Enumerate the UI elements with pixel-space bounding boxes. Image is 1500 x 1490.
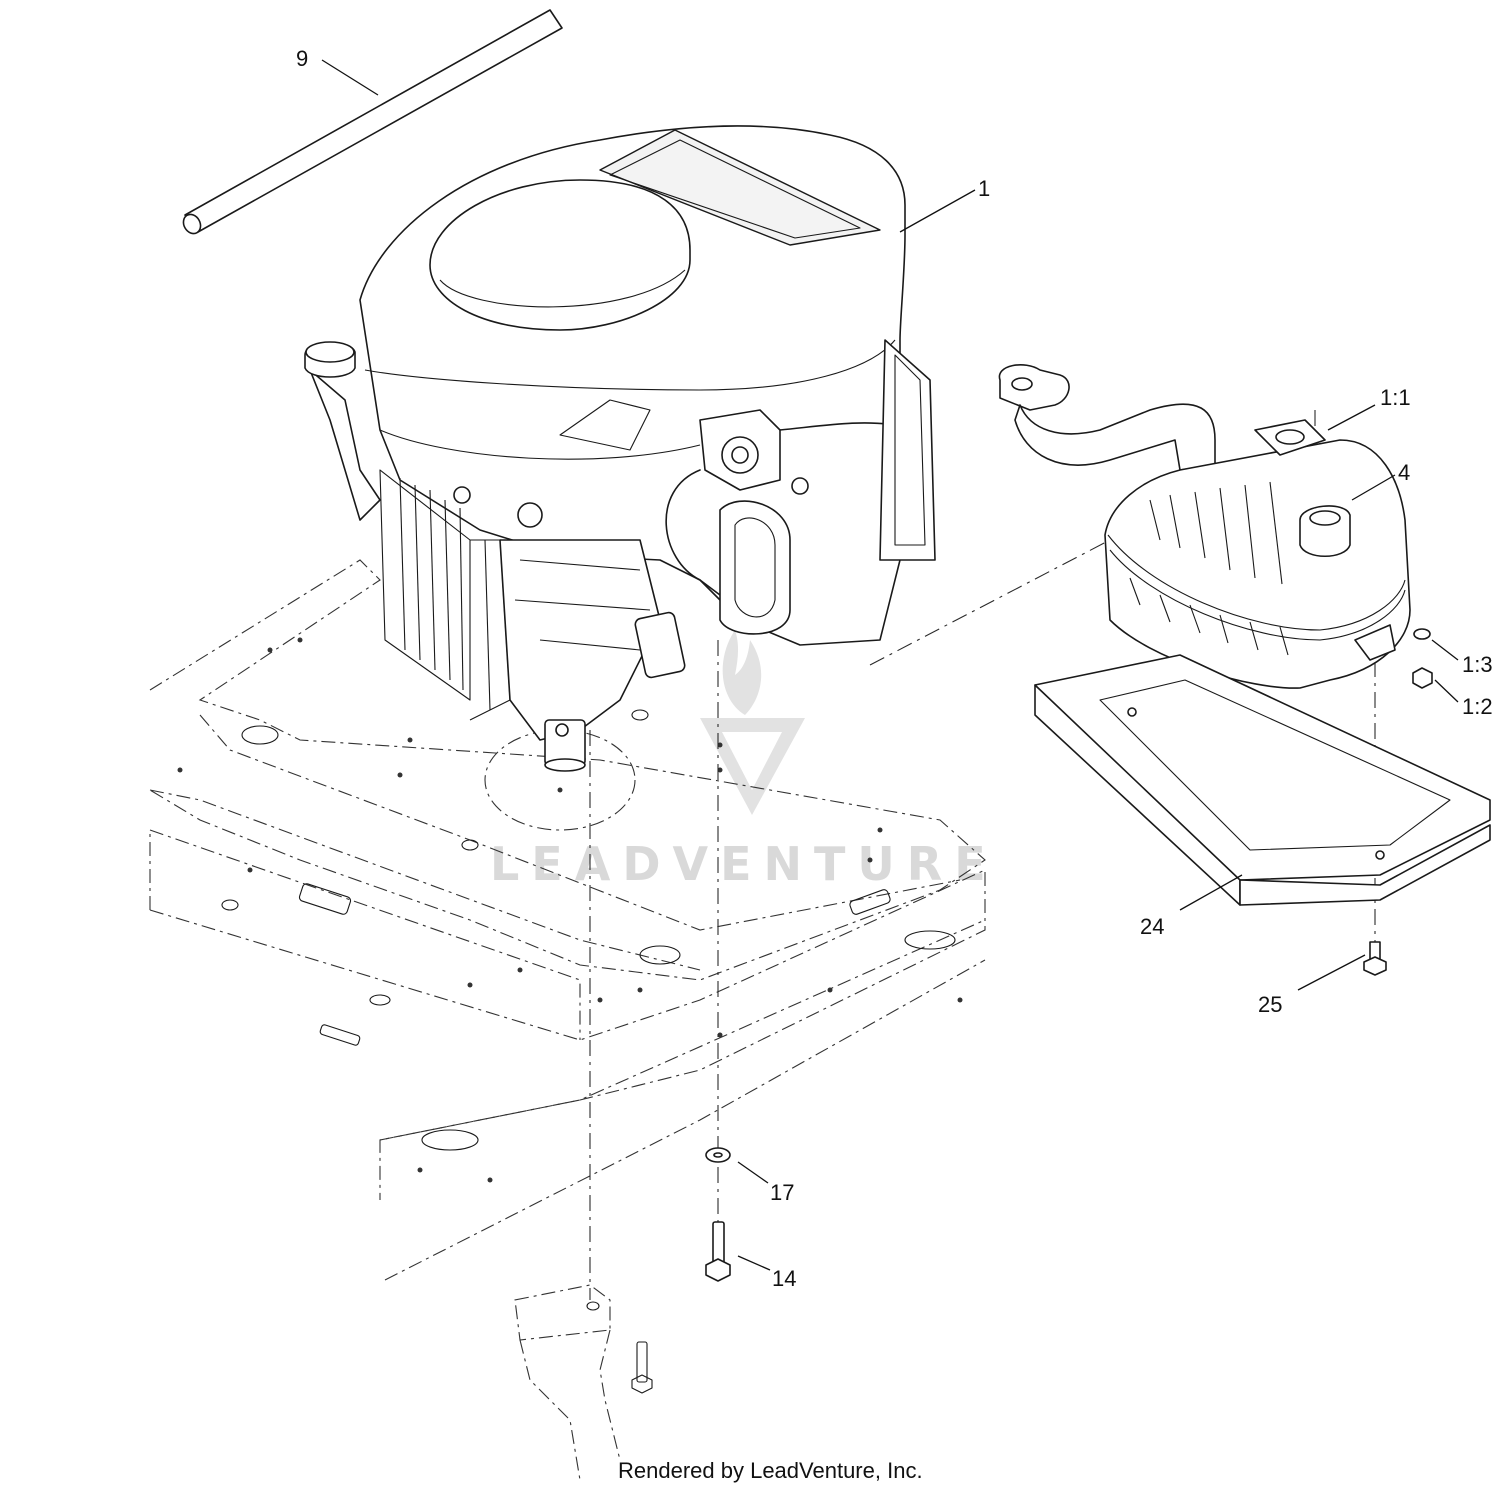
callout-4: 4 xyxy=(1398,460,1410,485)
callout-25: 25 xyxy=(1258,992,1282,1017)
part-25-bolt xyxy=(1363,941,1387,976)
part-9-tube xyxy=(182,9,563,235)
footer-credit: Rendered by LeadVenture, Inc. xyxy=(618,1458,923,1483)
part-1-2-nut xyxy=(1412,667,1433,689)
part-17-washer xyxy=(705,1147,731,1163)
centerline-muffler xyxy=(869,539,1111,666)
watermark-text: LEADVENTURE xyxy=(490,837,998,891)
mount-bracket xyxy=(514,1284,653,1481)
watermark-logo xyxy=(700,630,805,815)
part-4-muffler xyxy=(998,364,1411,689)
leader-lines xyxy=(321,59,1459,1271)
callout-1-3: 1:3 xyxy=(1462,652,1493,677)
callout-17: 17 xyxy=(770,1180,794,1205)
part-14-bolt xyxy=(705,1221,731,1282)
callout-14: 14 xyxy=(772,1266,796,1291)
part-24-heat-shield xyxy=(1034,654,1491,906)
mower-frame xyxy=(149,559,986,1281)
part-1-1-gasket xyxy=(1254,419,1326,456)
part-1-3-washer xyxy=(1413,628,1431,640)
part-1-engine xyxy=(304,125,936,772)
callout-1: 1 xyxy=(978,176,990,201)
callout-1-2: 1:2 xyxy=(1462,694,1493,719)
callout-1-1: 1:1 xyxy=(1380,385,1411,410)
callout-24: 24 xyxy=(1140,914,1164,939)
callout-9: 9 xyxy=(296,46,308,71)
